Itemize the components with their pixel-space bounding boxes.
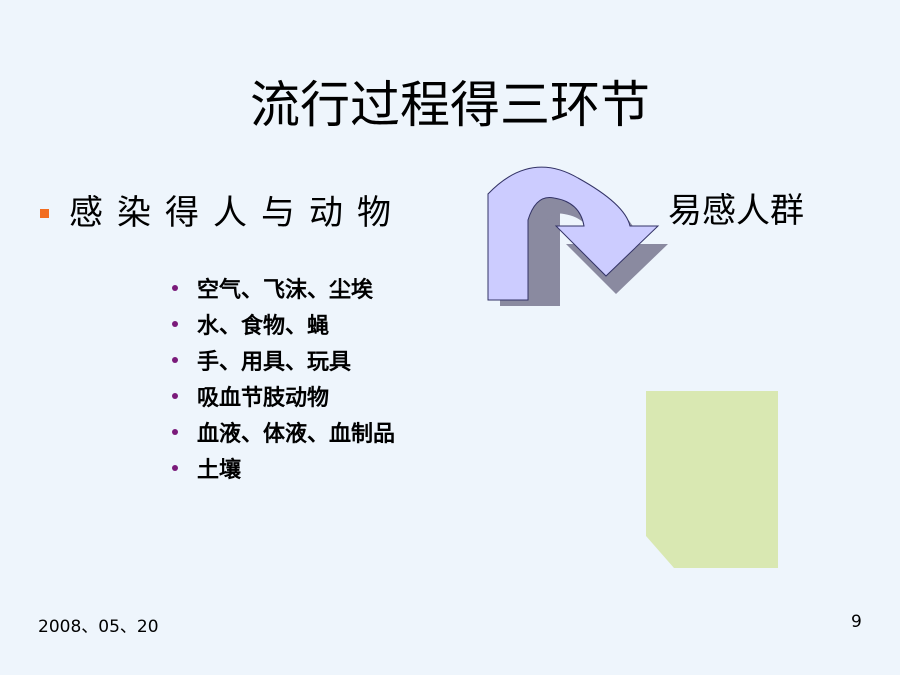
slide-title: 流行过程得三环节 [250, 76, 650, 134]
dot-bullet-icon [172, 429, 178, 435]
list-item-text: 土壤 [197, 458, 242, 483]
dot-bullet-icon [172, 321, 178, 327]
list-item-text: 吸血节肢动物 [197, 386, 330, 411]
list-item-text: 空气、飞沫、尘埃 [197, 278, 374, 303]
page-number: 9 [851, 612, 862, 632]
list-item: 土壤 [172, 450, 395, 486]
sub-bullet-list: 空气、飞沫、尘埃 水、食物、蝇 手、用具、玩具 吸血节肢动物 血液、体液、血制品… [172, 270, 395, 486]
list-item: 吸血节肢动物 [172, 378, 395, 414]
list-item-text: 血液、体液、血制品 [197, 422, 396, 447]
dot-bullet-icon [172, 357, 178, 363]
square-bullet-icon [40, 208, 49, 218]
main-bullet: 感染得人与动物 [40, 190, 405, 236]
list-item: 手、用具、玩具 [172, 342, 395, 378]
list-item-text: 手、用具、玩具 [197, 350, 352, 375]
list-item: 空气、飞沫、尘埃 [172, 270, 395, 306]
main-bullet-text: 感染得人与动物 [69, 193, 405, 233]
dot-bullet-icon [172, 465, 178, 471]
dot-bullet-icon [172, 285, 178, 291]
curved-arrow-icon [487, 166, 668, 306]
list-item-text: 水、食物、蝇 [197, 314, 330, 339]
dot-bullet-icon [172, 393, 178, 399]
list-item: 血液、体液、血制品 [172, 414, 395, 450]
susceptible-population-label: 易感人群 [668, 191, 804, 231]
list-item: 水、食物、蝇 [172, 306, 395, 342]
footer-date: 2008、05、20 [38, 617, 159, 637]
